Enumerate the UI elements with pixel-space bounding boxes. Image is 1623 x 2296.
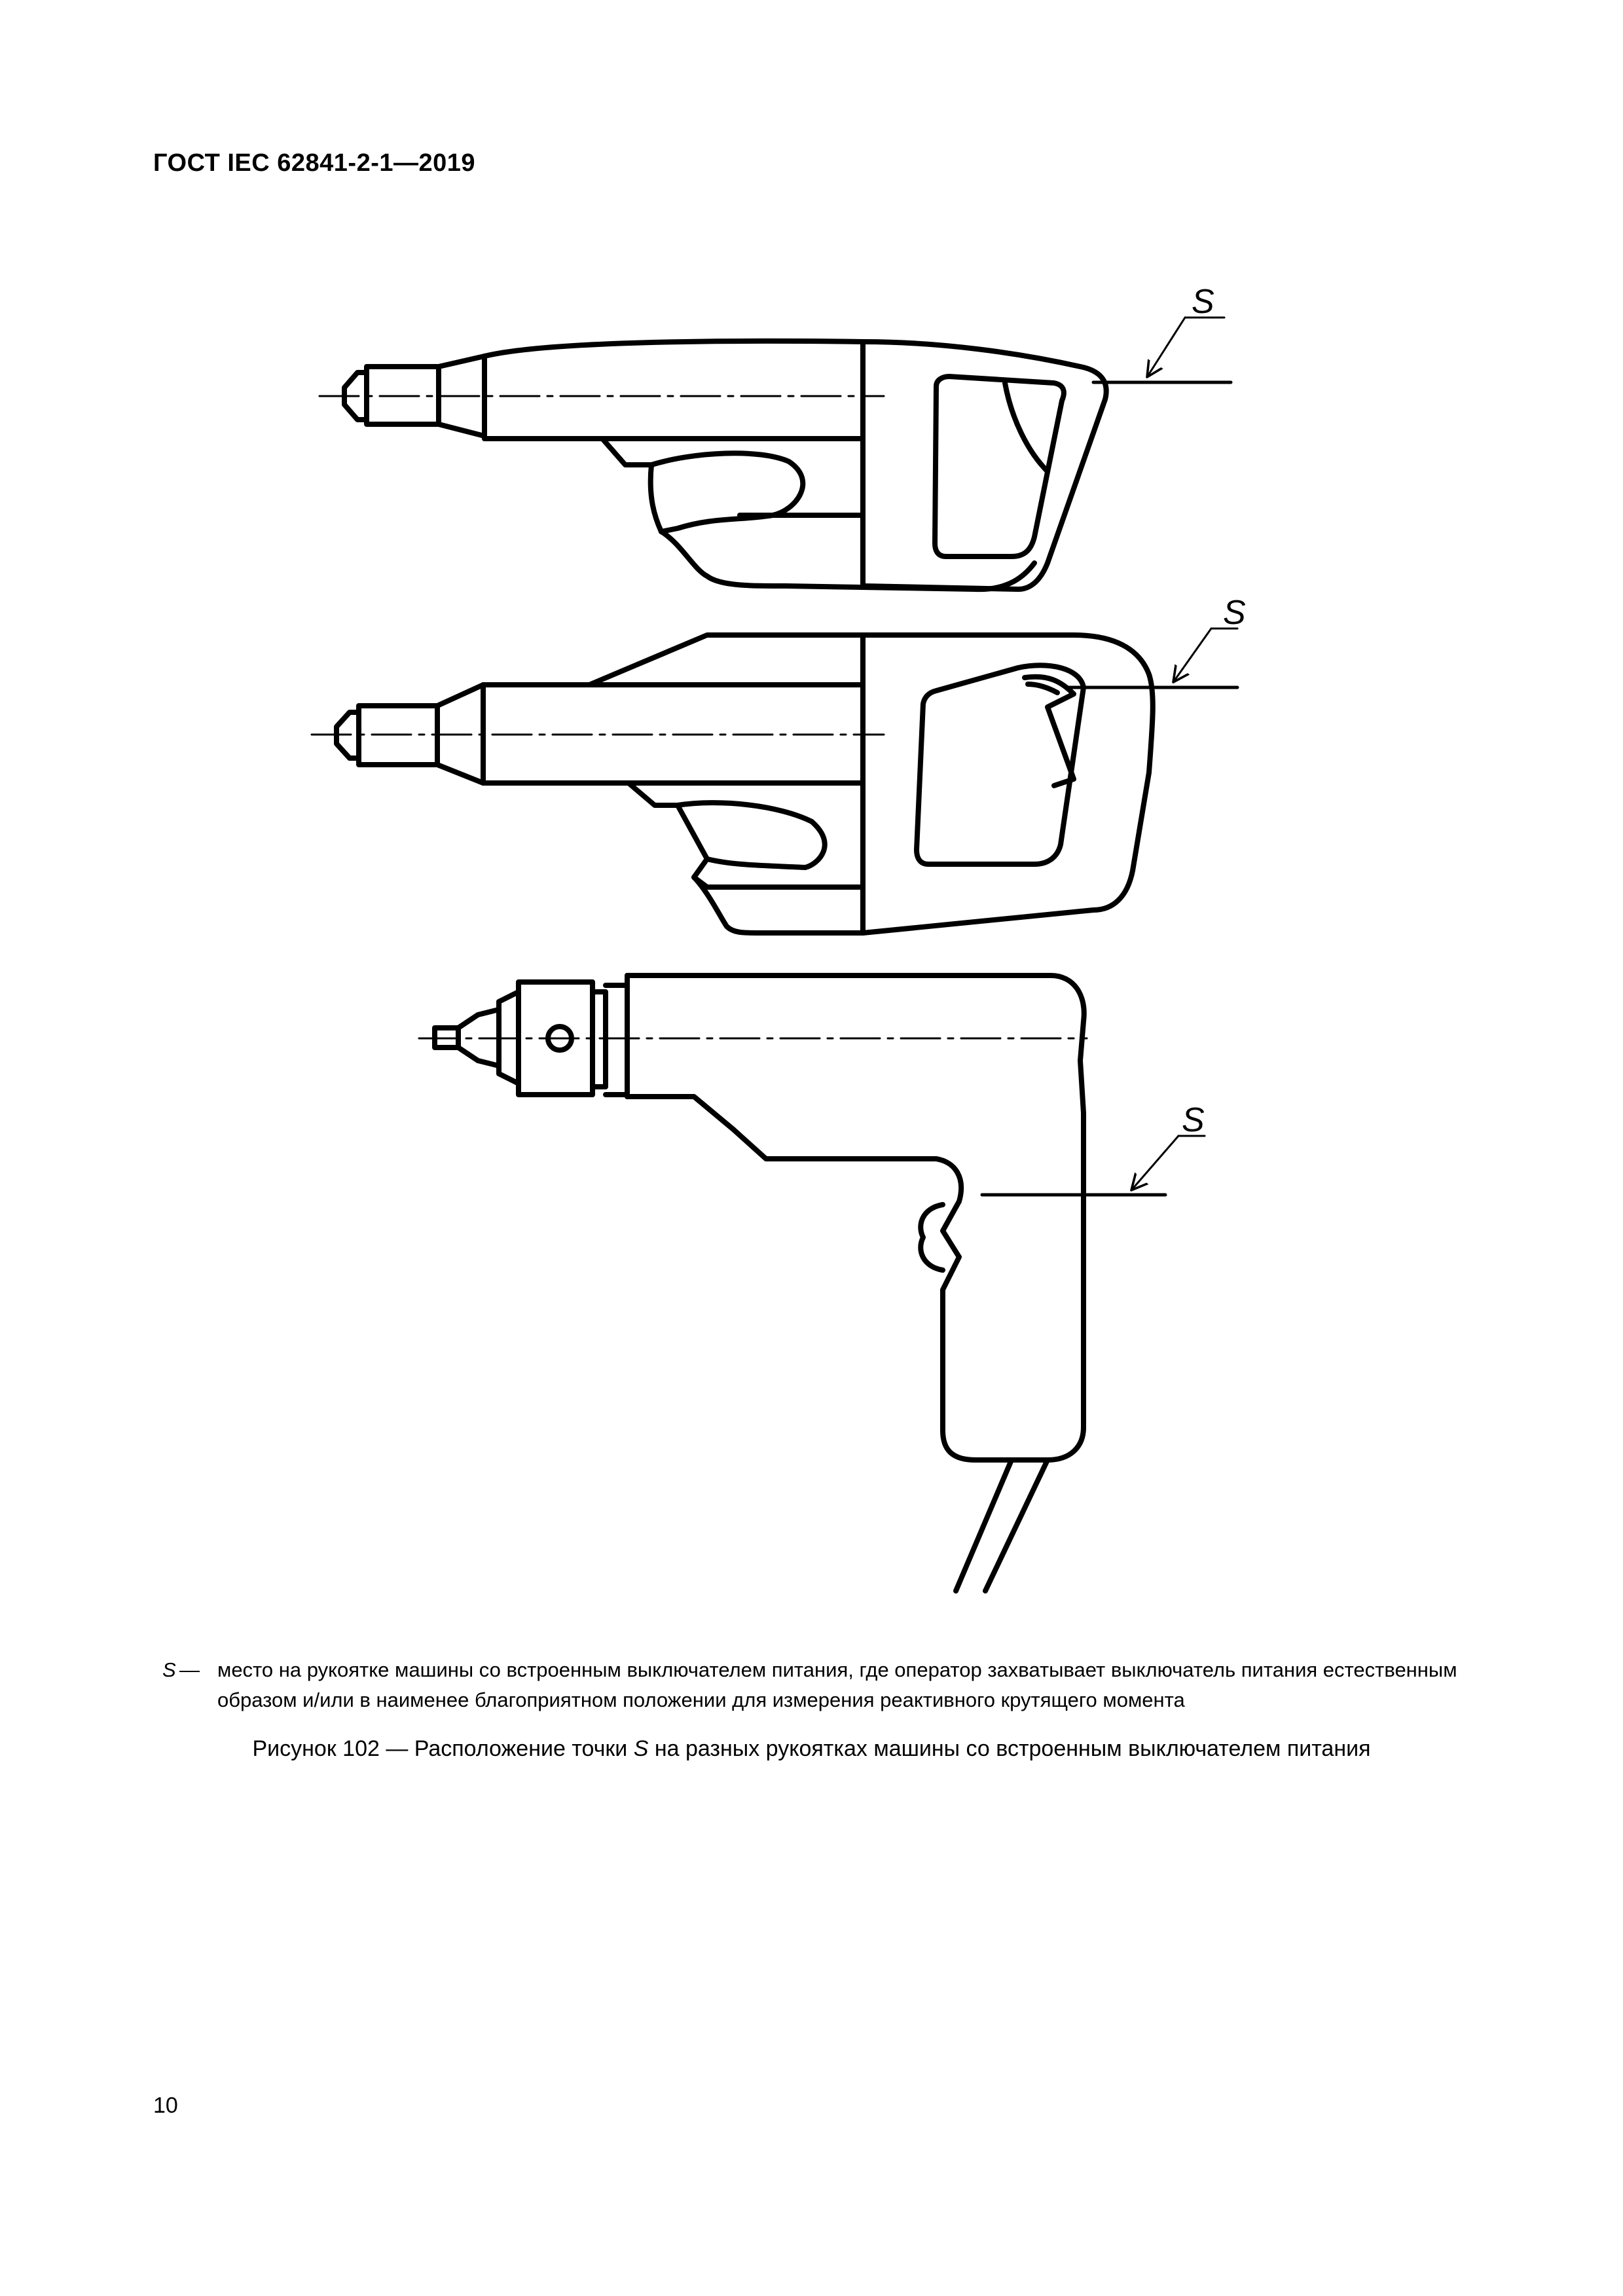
legend-dash: — — [179, 1658, 200, 1681]
caption-prefix: Рисунок 102 — Расположение точки — [252, 1736, 634, 1761]
figure-102-drawing: S S — [310, 283, 1246, 1594]
point-s-label-1: S — [1192, 283, 1214, 321]
caption-symbol: S — [633, 1736, 649, 1761]
point-s-label-3: S — [1182, 1101, 1205, 1139]
legend-symbol: S — [162, 1658, 176, 1681]
legend-text: место на рукоятке машины со встроенным в… — [217, 1658, 1457, 1711]
document-header: ГОСТ IEC 62841-2-1—2019 — [153, 149, 476, 177]
page-number: 10 — [153, 2093, 178, 2118]
tool-3-drawing: S — [418, 973, 1206, 1594]
caption-suffix: на разных рукоятках машины со встроенным… — [648, 1736, 1371, 1761]
point-s-label-2: S — [1223, 594, 1246, 632]
tool-2-drawing: S — [310, 594, 1246, 936]
tool-1-drawing: S — [318, 283, 1233, 592]
figure-caption: Рисунок 102 — Расположение точки S на ра… — [0, 1736, 1623, 1762]
